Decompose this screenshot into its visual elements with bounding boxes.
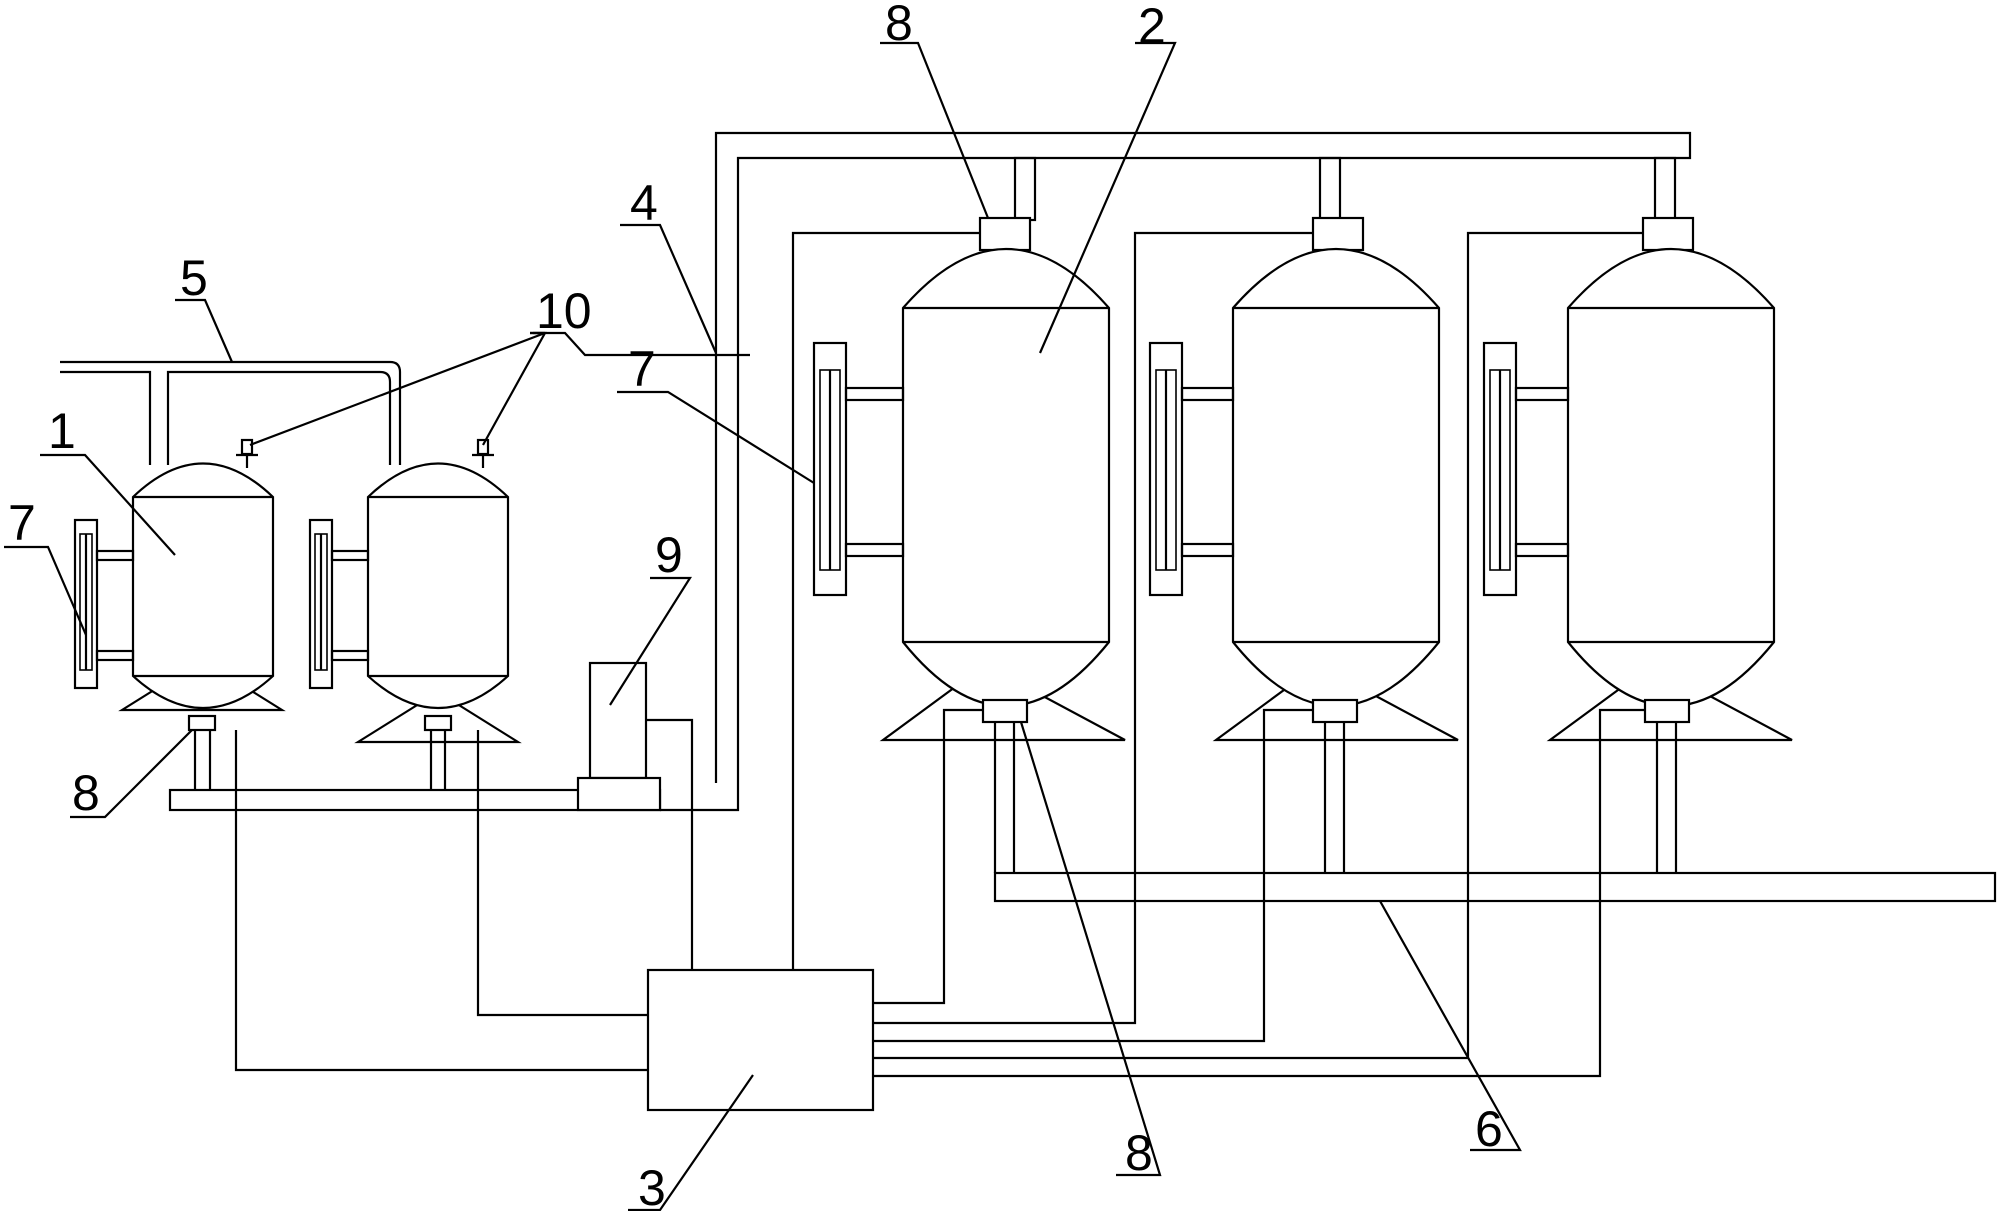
label-7-small: 7 [8,495,36,551]
label-8-bottom: 8 [1125,1125,1153,1181]
big-tank-2 [1148,216,1459,873]
pipe-6 [993,871,1997,903]
leader-lines [4,41,1522,1211]
label-10: 10 [536,283,592,339]
label-3: 3 [638,1160,666,1211]
label-7-large: 7 [628,341,656,397]
component-9 [576,661,694,970]
label-8-small: 8 [72,765,100,821]
controller-3 [646,968,875,1112]
labels: 1 2 3 4 5 6 7 7 8 8 8 9 10 [8,0,1503,1211]
control-wires [234,231,1645,1078]
small-tank-1 [73,438,286,790]
label-8-top: 8 [885,0,913,51]
label-5: 5 [180,250,208,306]
label-2: 2 [1138,0,1166,54]
label-6: 6 [1475,1101,1503,1157]
big-tank-1 [812,216,1126,873]
label-1: 1 [48,403,76,459]
small-tank-2 [308,438,522,790]
label-9: 9 [655,527,683,583]
label-4: 4 [630,175,658,231]
pipe-5 [60,360,402,465]
big-tank-3 [1482,216,1793,873]
